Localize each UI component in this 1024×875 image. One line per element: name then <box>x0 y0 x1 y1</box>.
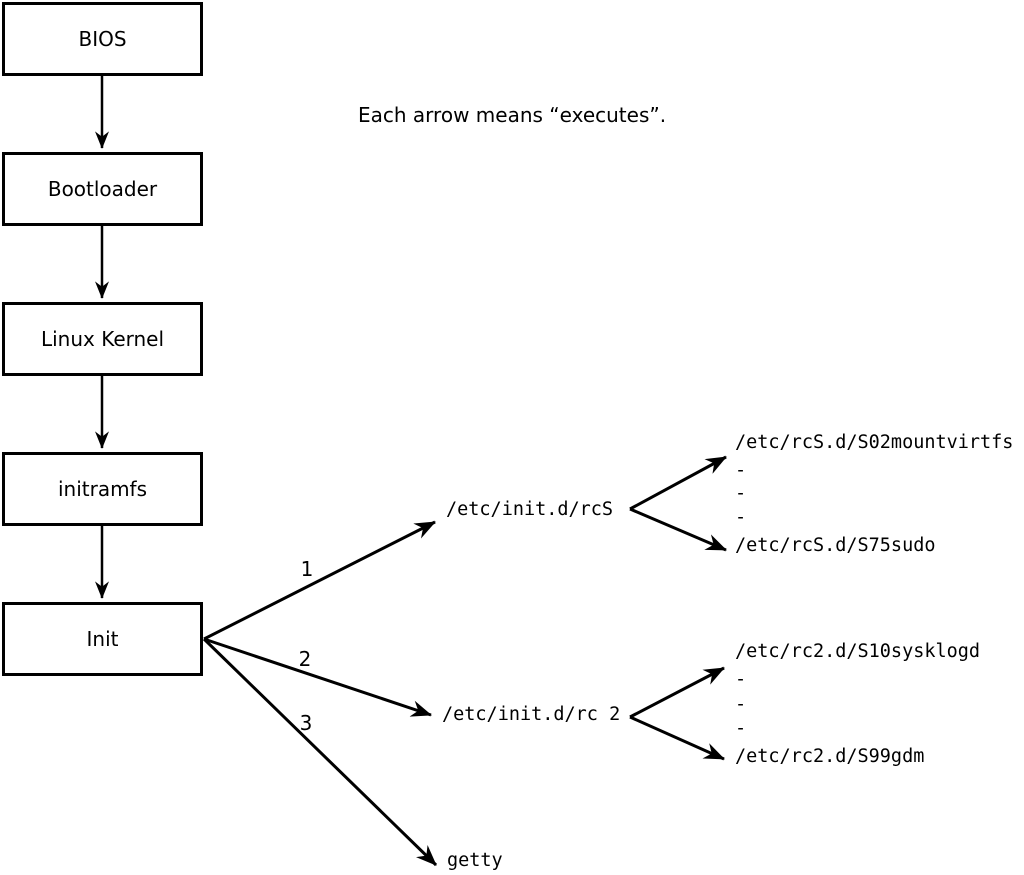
label-getty: getty <box>447 849 503 871</box>
box-bios: BIOS <box>2 2 203 76</box>
label-rc2-script-ellipsis-1: - <box>735 668 747 690</box>
legend-note: Each arrow means “executes”. <box>358 103 667 127</box>
label-rc2-script-s10sysklogd: /etc/rc2.d/S10sysklogd <box>735 640 981 662</box>
edge-number-1: 1 <box>300 557 314 581</box>
label-rcS-script-s02mountvirtfs: /etc/rcS.d/S02mountvirtfs <box>735 431 1014 453</box>
label-etc-init-d-rc2: /etc/init.d/rc 2 <box>442 703 621 725</box>
label-rc2-script-s99gdm: /etc/rc2.d/S99gdm <box>735 745 925 767</box>
arrow-init-to-getty <box>202 637 438 867</box>
arrow-init-to-rcS <box>203 520 436 641</box>
arrow-init-to-rc2 <box>203 637 432 717</box>
edge-number-3: 3 <box>299 711 313 735</box>
label-rcS-script-ellipsis-2: - <box>735 482 747 504</box>
label-etc-init-d-rcS: /etc/init.d/rcS <box>446 498 614 520</box>
label-rcS-script-ellipsis-3: - <box>735 506 747 528</box>
box-init: Init <box>2 602 203 676</box>
box-linux-kernel: Linux Kernel <box>2 302 203 376</box>
label-rcS-script-ellipsis-1: - <box>735 459 747 481</box>
arrow-rcS-to-s75sudo <box>629 507 727 552</box>
label-rc2-script-ellipsis-3: - <box>735 717 747 739</box>
arrow-rc2-to-s99gdm <box>629 715 725 761</box>
edge-number-2: 2 <box>298 647 312 671</box>
arrow-rcS-to-s02mountvirtfs <box>629 455 727 511</box>
label-rc2-script-ellipsis-2: - <box>735 693 747 715</box>
box-bootloader: Bootloader <box>2 152 203 226</box>
arrow-rc2-to-s10sysklogd <box>629 666 725 719</box>
label-rcS-script-s75sudo: /etc/rcS.d/S75sudo <box>735 534 936 556</box>
box-initramfs: initramfs <box>2 452 203 526</box>
